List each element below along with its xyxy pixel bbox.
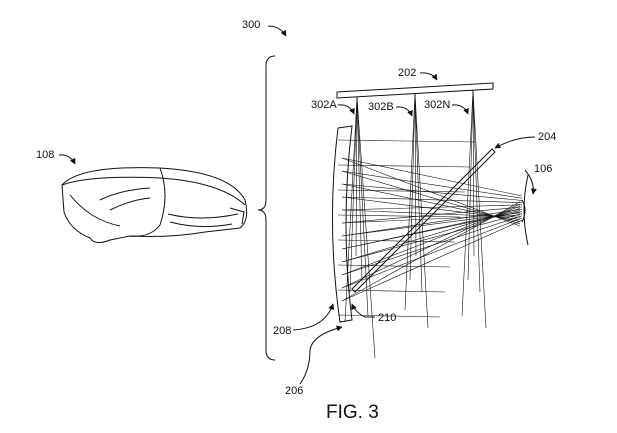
ray [341, 205, 521, 276]
ray [341, 204, 523, 211]
ray [337, 214, 461, 218]
ray [472, 89, 487, 329]
optical-system [331, 82, 529, 359]
leader-302b [395, 106, 413, 117]
leader-210 [351, 303, 375, 318]
headset-illustration [61, 167, 248, 244]
ray [341, 196, 521, 220]
figure-caption: FIG. 3 [326, 402, 379, 423]
ray [341, 209, 521, 218]
leader-204 [494, 136, 536, 149]
leader-202 [419, 72, 438, 81]
eye-lens [521, 199, 526, 223]
ray [341, 170, 521, 225]
ray [472, 89, 475, 257]
ray [414, 92, 417, 257]
leader-206 [299, 325, 343, 385]
ray [337, 289, 446, 293]
ray [355, 96, 358, 257]
ray [341, 183, 523, 201]
ray [341, 219, 523, 302]
ray [341, 208, 521, 263]
ray [337, 139, 476, 143]
label-208: 208 [273, 325, 291, 337]
ray [341, 214, 521, 224]
ray [341, 208, 523, 237]
ray [341, 196, 523, 203]
ray [341, 217, 523, 289]
ray [337, 314, 441, 318]
label-302b: 302B [368, 101, 394, 113]
label-204: 204 [538, 131, 556, 143]
ray [337, 264, 451, 268]
leader-208 [292, 303, 335, 331]
ray [414, 92, 423, 293]
ray [337, 164, 471, 168]
ray [341, 210, 521, 250]
ray [461, 89, 474, 317]
ray [337, 189, 466, 193]
label-106: 106 [534, 163, 552, 175]
ray [341, 201, 521, 302]
light-rays [337, 89, 523, 359]
leader-302n [451, 104, 469, 115]
ray [356, 96, 369, 317]
ray [404, 92, 416, 311]
display-panel-202 [336, 82, 494, 99]
ray [472, 89, 481, 293]
leader-106 [524, 169, 537, 195]
ray [341, 206, 523, 224]
ray [341, 213, 523, 263]
ray [414, 92, 429, 329]
beam-splitter-204 [351, 148, 496, 293]
grouping-bracket [257, 55, 276, 361]
label-206: 206 [285, 385, 303, 397]
ray [356, 96, 363, 281]
label-300: 300 [242, 19, 260, 31]
ray [409, 92, 416, 281]
leader-300 [267, 25, 287, 37]
ray [341, 170, 523, 199]
leader-108 [58, 154, 76, 165]
label-302n: 302N [424, 99, 450, 111]
ray [341, 157, 523, 197]
ray [341, 212, 521, 237]
combiner-208 [331, 125, 353, 323]
label-108: 108 [36, 149, 54, 161]
label-210: 210 [378, 312, 396, 324]
label-302a: 302A [311, 99, 337, 111]
ray [356, 96, 376, 359]
label-202: 202 [398, 67, 416, 79]
ray [337, 239, 456, 243]
leader-302a [337, 104, 355, 115]
eye-106 [523, 174, 529, 246]
